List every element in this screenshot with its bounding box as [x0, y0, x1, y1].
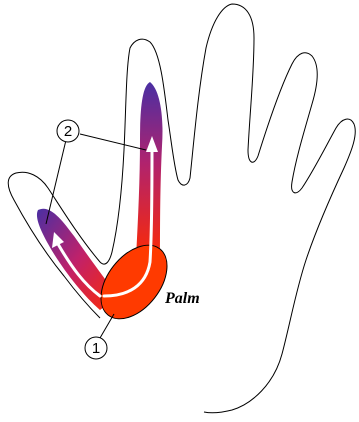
- index-finger-gradient: [136, 82, 163, 262]
- callout-1-leader: [100, 314, 114, 338]
- hand-outline: [8, 4, 355, 413]
- callout-1-number: 1: [92, 340, 100, 357]
- callout-2-number: 2: [64, 123, 72, 140]
- palm-label: Palm: [164, 290, 200, 307]
- callout-2-leader-index: [80, 134, 146, 150]
